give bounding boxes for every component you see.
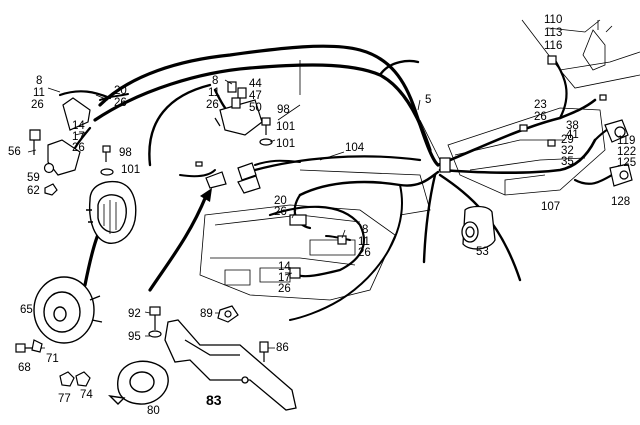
callout-50: 50 [249, 102, 262, 114]
plug-connectors [195, 161, 261, 194]
callout-119: 119 [617, 135, 635, 147]
callout-38: 38 [566, 120, 579, 132]
callout-104: 104 [345, 142, 365, 154]
callout-71: 71 [46, 353, 59, 365]
callout-62: 62 [27, 185, 40, 197]
fasteners-center [148, 305, 269, 362]
callout-59: 59 [27, 172, 40, 184]
callout-41: 41 [566, 129, 579, 141]
callout-11: 11 [208, 87, 220, 99]
horn-bracket-83 [164, 319, 297, 411]
callout-14: 14 [278, 261, 291, 273]
callout-101: 101 [276, 138, 295, 150]
callout-98: 98 [119, 147, 132, 159]
callout-32: 32 [561, 145, 574, 157]
callout-47: 47 [249, 90, 262, 102]
callout-14: 14 [72, 120, 85, 132]
wiring-harness [58, 44, 622, 321]
callout-80: 80 [147, 405, 160, 417]
callout-35: 35 [561, 156, 574, 168]
callout-8: 8 [36, 75, 42, 87]
callout-labels: 110 113 116 5 8 11 26 20 26 8 11 26 44 4… [8, 14, 636, 417]
arrow-head-right [200, 188, 212, 202]
callout-68: 68 [18, 362, 31, 374]
callout-56: 56 [8, 146, 21, 158]
callout-26: 26 [278, 283, 291, 295]
mount-bracket [29, 97, 91, 196]
callout-26: 26 [534, 111, 547, 123]
callout-128: 128 [611, 196, 630, 208]
callout-89: 89 [200, 308, 213, 320]
callout-74: 74 [80, 389, 93, 401]
callout-95: 95 [128, 331, 141, 343]
relay-cluster [214, 81, 263, 136]
headlamp-unit [86, 180, 137, 244]
callout-11: 11 [358, 236, 370, 248]
callout-26: 26 [72, 142, 85, 154]
callout-44: 44 [249, 78, 262, 90]
callout-101: 101 [121, 164, 140, 176]
callout-92: 92 [128, 308, 141, 320]
callout-83: 83 [206, 392, 222, 408]
callout-17: 17 [278, 272, 291, 284]
screw-washer-center [259, 117, 273, 146]
callout-29: 29 [561, 134, 574, 146]
callout-5: 5 [425, 94, 431, 106]
callout-53: 53 [476, 246, 489, 258]
callout-23: 23 [534, 99, 547, 111]
callout-8: 8 [212, 75, 218, 87]
callout-101: 101 [276, 121, 295, 133]
leader-lines [27, 79, 421, 349]
screw-washer-left [100, 145, 114, 176]
callout-113: 113 [544, 27, 562, 39]
callout-26: 26 [31, 99, 44, 111]
horn-53 [461, 205, 496, 250]
callout-110: 110 [544, 14, 562, 26]
callout-65: 65 [20, 304, 33, 316]
callout-20: 20 [114, 85, 127, 97]
horn-65 [33, 276, 103, 344]
callout-98: 98 [277, 104, 290, 116]
horn-80 [108, 360, 169, 405]
callout-107: 107 [541, 201, 560, 213]
callout-26: 26 [274, 206, 287, 218]
callout-122: 122 [617, 146, 636, 158]
callout-8: 8 [362, 224, 368, 236]
fasteners-left [15, 339, 91, 387]
callout-11: 11 [33, 87, 45, 99]
callout-77: 77 [58, 393, 71, 405]
callout-20: 20 [274, 195, 287, 207]
right-connectors [289, 55, 633, 279]
callout-86: 86 [276, 342, 289, 354]
callout-125: 125 [617, 157, 636, 169]
callout-26: 26 [206, 99, 219, 111]
callout-17: 17 [72, 131, 85, 143]
callout-116: 116 [544, 40, 562, 52]
callout-26: 26 [358, 247, 371, 259]
callout-26: 26 [114, 97, 127, 109]
